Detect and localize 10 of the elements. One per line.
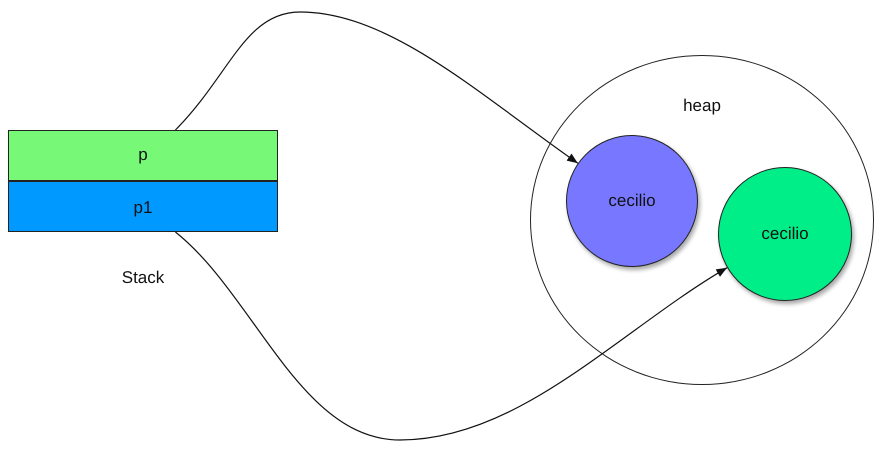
stack-label: Stack xyxy=(120,268,166,288)
stack-cell xyxy=(8,130,278,181)
node-label: p1 xyxy=(132,198,154,218)
arrow xyxy=(175,232,728,441)
stack-cell xyxy=(8,181,278,232)
node-label: p xyxy=(137,145,149,165)
arrow xyxy=(174,11,578,164)
heap-label: heap xyxy=(682,96,722,116)
node-label: cecilio xyxy=(760,224,810,244)
node-label: cecilio xyxy=(607,191,657,211)
